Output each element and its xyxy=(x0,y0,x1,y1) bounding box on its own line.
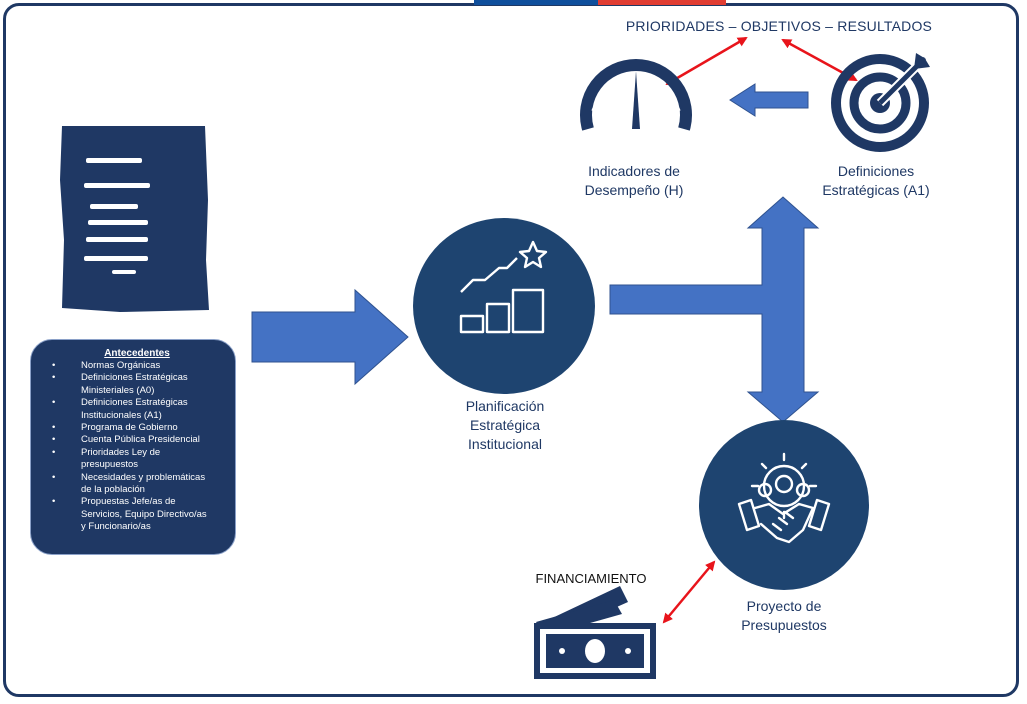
planificacion-circle xyxy=(413,218,595,394)
proyecto-label: Proyecto de Presupuestos xyxy=(741,598,827,633)
flag-stripe-blue xyxy=(474,0,598,5)
financiamiento-label: FINANCIAMIENTO xyxy=(535,571,647,586)
proyecto-circle xyxy=(699,420,869,590)
list-item: Necesidades y problemáticas de la poblac… xyxy=(49,472,225,497)
antecedentes-title: Antecedentes xyxy=(104,348,170,359)
list-item: Propuestas Jefe/as de Servicios, Equipo … xyxy=(49,496,225,533)
list-item: Definiciones Estratégicas Ministeriales … xyxy=(49,372,225,397)
list-item: Normas Orgánicas xyxy=(49,360,225,373)
arrow-to-planificacion xyxy=(251,288,409,386)
red-arrow-title-gauge xyxy=(665,36,748,86)
list-item: Prioridades Ley de presupuestos xyxy=(49,447,225,472)
arrow-split-up-down xyxy=(609,196,820,423)
list-item: Programa de Gobierno xyxy=(49,422,225,435)
list-item: Definiciones Estratégicas Institucionale… xyxy=(49,397,225,422)
antecedentes-box: Antecedentes Normas Orgánicas Definicion… xyxy=(30,339,236,555)
flag-stripe-red xyxy=(598,0,726,5)
antecedentes-list: Normas Orgánicas Definiciones Estratégic… xyxy=(49,360,225,534)
target-icon xyxy=(831,53,930,152)
growth-chart-star-icon xyxy=(459,240,548,334)
priorities-title: PRIORIDADES – OBJETIVOS – RESULTADOS xyxy=(625,18,933,34)
money-bills-icon xyxy=(534,586,656,679)
red-arrow-money-budget xyxy=(662,560,716,624)
indicadores-label: Indicadores de Desempeño (H) xyxy=(584,163,684,198)
handshake-gear-icon xyxy=(737,452,831,544)
list-item: Cuenta Pública Presidencial xyxy=(49,434,225,447)
gauge-icon xyxy=(580,59,692,131)
definiciones-label: Definiciones Estratégicas (A1) xyxy=(822,163,930,198)
document-icon xyxy=(60,126,209,312)
planificacion-label: Planificación Estratégica Institucional xyxy=(465,398,545,452)
arrow-target-to-gauge xyxy=(729,83,809,117)
